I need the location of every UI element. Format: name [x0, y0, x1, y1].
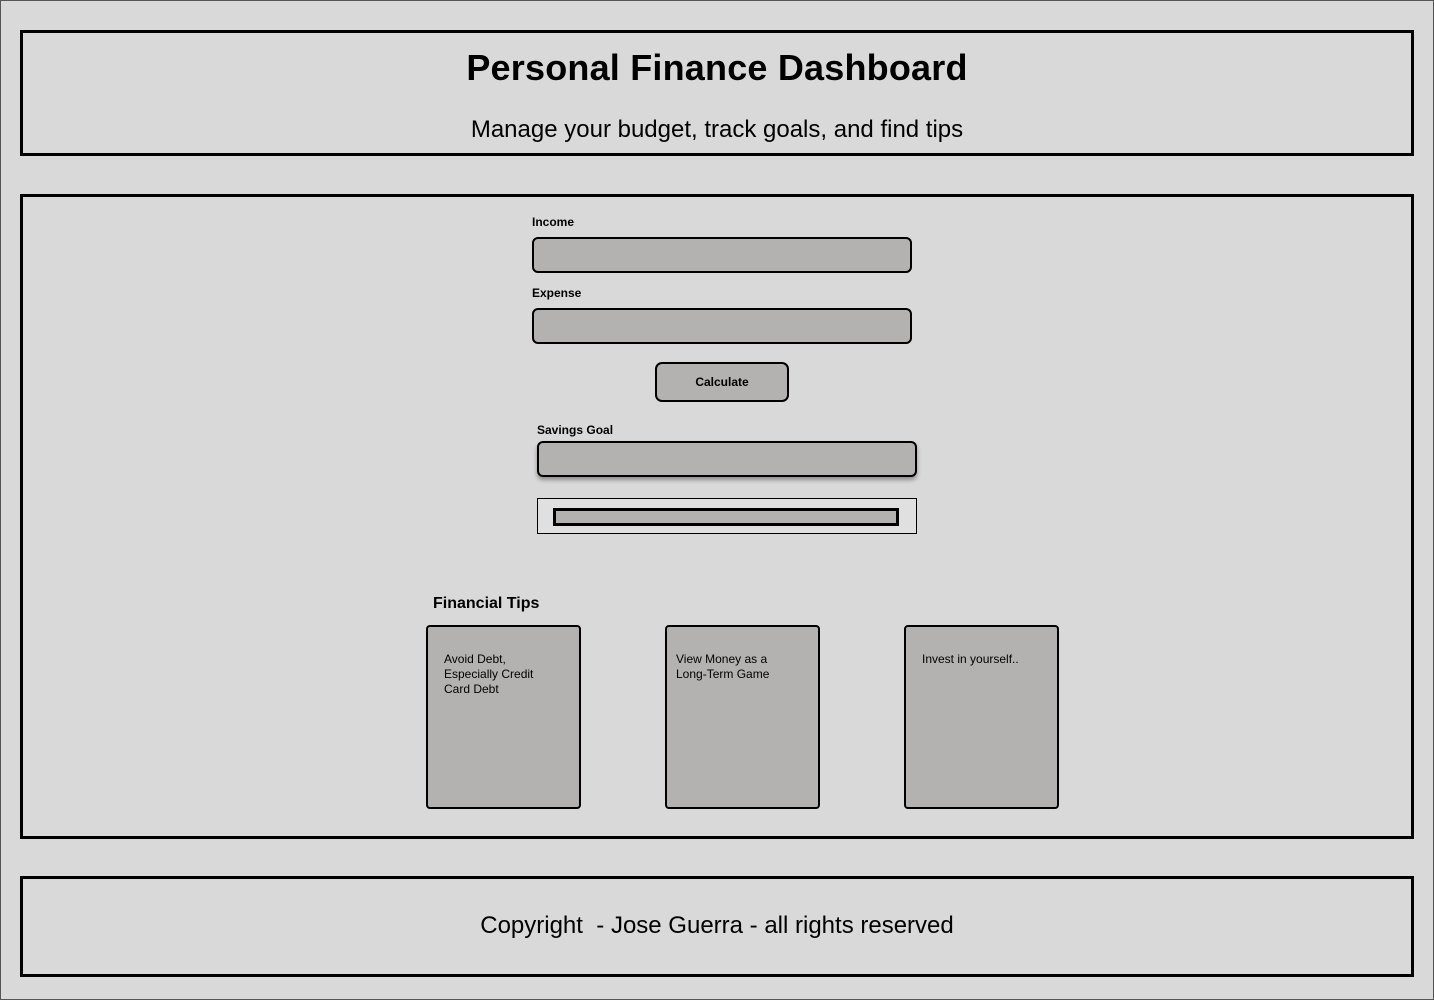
tip-card: Avoid Debt, Especially Credit Card Debt	[426, 625, 581, 809]
page-subtitle: Manage your budget, track goals, and fin…	[470, 116, 964, 143]
expense-input[interactable]	[532, 308, 912, 344]
savings-goal-label: Savings Goal	[537, 423, 614, 437]
expense-label: Expense	[532, 286, 582, 300]
copyright-text: Copyright - Jose Guerra - all rights res…	[480, 912, 954, 939]
tip-card: Invest in yourself..	[904, 625, 1059, 809]
page-footer: Copyright - Jose Guerra - all rights res…	[20, 876, 1414, 977]
page-title: Personal Finance Dashboard	[466, 47, 968, 88]
financial-tips-heading: Financial Tips	[433, 595, 540, 612]
savings-progress-bar	[553, 508, 899, 526]
income-input[interactable]	[532, 237, 912, 273]
tip-text: View Money as a Long-Term Game	[676, 652, 770, 681]
main-panel: Income Expense Calculate Savings Goal Fi…	[20, 194, 1414, 839]
tip-card: View Money as a Long-Term Game	[665, 625, 820, 809]
savings-progress-container	[537, 498, 917, 534]
calculate-button[interactable]: Calculate	[655, 362, 789, 402]
income-label: Income	[532, 215, 575, 229]
savings-goal-input[interactable]	[537, 441, 917, 477]
tip-text: Avoid Debt, Especially Credit Card Debt	[444, 652, 534, 696]
page-header: Personal Finance Dashboard Manage your b…	[20, 30, 1414, 156]
tip-text: Invest in yourself..	[922, 652, 1019, 666]
